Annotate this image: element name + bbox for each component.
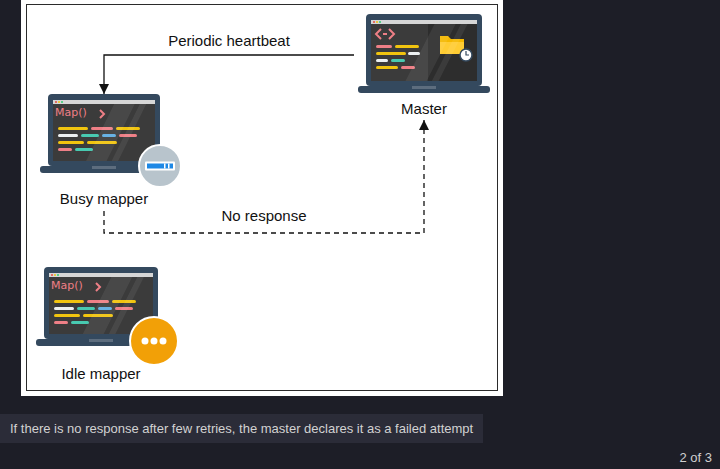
node-label: Master xyxy=(354,100,494,118)
illustration-part xyxy=(58,148,72,151)
illustration-part xyxy=(54,300,84,303)
illustration-part xyxy=(376,52,406,55)
illustration-part xyxy=(168,164,170,169)
illustration-part xyxy=(373,21,375,23)
illustration-part xyxy=(53,100,155,104)
illustration-part xyxy=(376,66,398,69)
illustration-part xyxy=(145,162,175,171)
illustration-part xyxy=(376,45,392,48)
illustration-part xyxy=(92,166,116,169)
illustration-part xyxy=(57,274,59,276)
illustration-part xyxy=(142,338,149,345)
screen-code: Map() xyxy=(55,106,87,119)
illustration-part xyxy=(61,101,63,103)
illustration-part xyxy=(366,14,482,86)
node-label: Busy mapper xyxy=(36,190,172,208)
laptop-node: Map() Idle mapper xyxy=(32,267,170,383)
illustration-part xyxy=(49,273,153,277)
illustration-part xyxy=(54,274,56,276)
illustration-part xyxy=(75,148,93,151)
edge-label: No response xyxy=(218,207,309,225)
illustration-part xyxy=(466,51,469,55)
laptop-node: Map() Busy mapper xyxy=(36,94,172,208)
illustration-part xyxy=(58,101,60,103)
illustration-part xyxy=(96,283,100,291)
illustration-part xyxy=(130,317,178,365)
white-panel xyxy=(21,0,503,396)
node-label: Idle mapper xyxy=(32,365,170,383)
illustration-part xyxy=(376,59,388,62)
illustration-part xyxy=(53,100,155,161)
illustration-part xyxy=(379,21,381,23)
illustration-part xyxy=(58,134,78,137)
illustration-part xyxy=(112,104,147,161)
illustration-part xyxy=(54,314,80,317)
illustration-part xyxy=(139,145,181,187)
illustration-part xyxy=(151,338,158,345)
illustration-part xyxy=(376,21,378,23)
illustration-part xyxy=(51,274,53,276)
illustration-part xyxy=(412,86,436,89)
illustration-part xyxy=(391,59,405,62)
illustration-part xyxy=(164,164,166,169)
illustration-part xyxy=(432,24,468,81)
screen-code: Map() xyxy=(51,279,83,292)
illustration-part xyxy=(371,20,477,81)
illustration-part xyxy=(55,101,57,103)
slide-caption: If there is no response after few retrie… xyxy=(0,414,483,443)
illustration-part xyxy=(89,339,113,342)
illustration-part xyxy=(376,29,394,39)
illustration-part xyxy=(71,321,89,324)
illustration-part xyxy=(58,127,88,130)
illustration-part xyxy=(460,49,472,61)
illustration-part xyxy=(358,86,490,93)
illustration-part xyxy=(54,307,74,310)
illustration-part xyxy=(81,134,99,137)
illustration-part xyxy=(58,141,84,144)
illustration-part xyxy=(54,321,68,324)
illustration-part xyxy=(77,307,95,310)
illustration-part xyxy=(147,164,173,169)
arrow-connector xyxy=(104,55,354,94)
illustration-part xyxy=(100,110,104,118)
illustration-part xyxy=(395,45,419,48)
illustration-part xyxy=(139,145,181,187)
illustration-part xyxy=(130,317,178,365)
illustration-part xyxy=(408,52,420,55)
laptop-node: Master xyxy=(354,14,494,118)
page-counter: 2 of 3 xyxy=(679,450,712,466)
illustration-part xyxy=(160,338,167,345)
illustration-part xyxy=(371,20,477,24)
edge-label: Periodic heartbeat xyxy=(165,32,293,50)
panel-border xyxy=(27,5,498,391)
laptop-icon xyxy=(358,14,490,114)
